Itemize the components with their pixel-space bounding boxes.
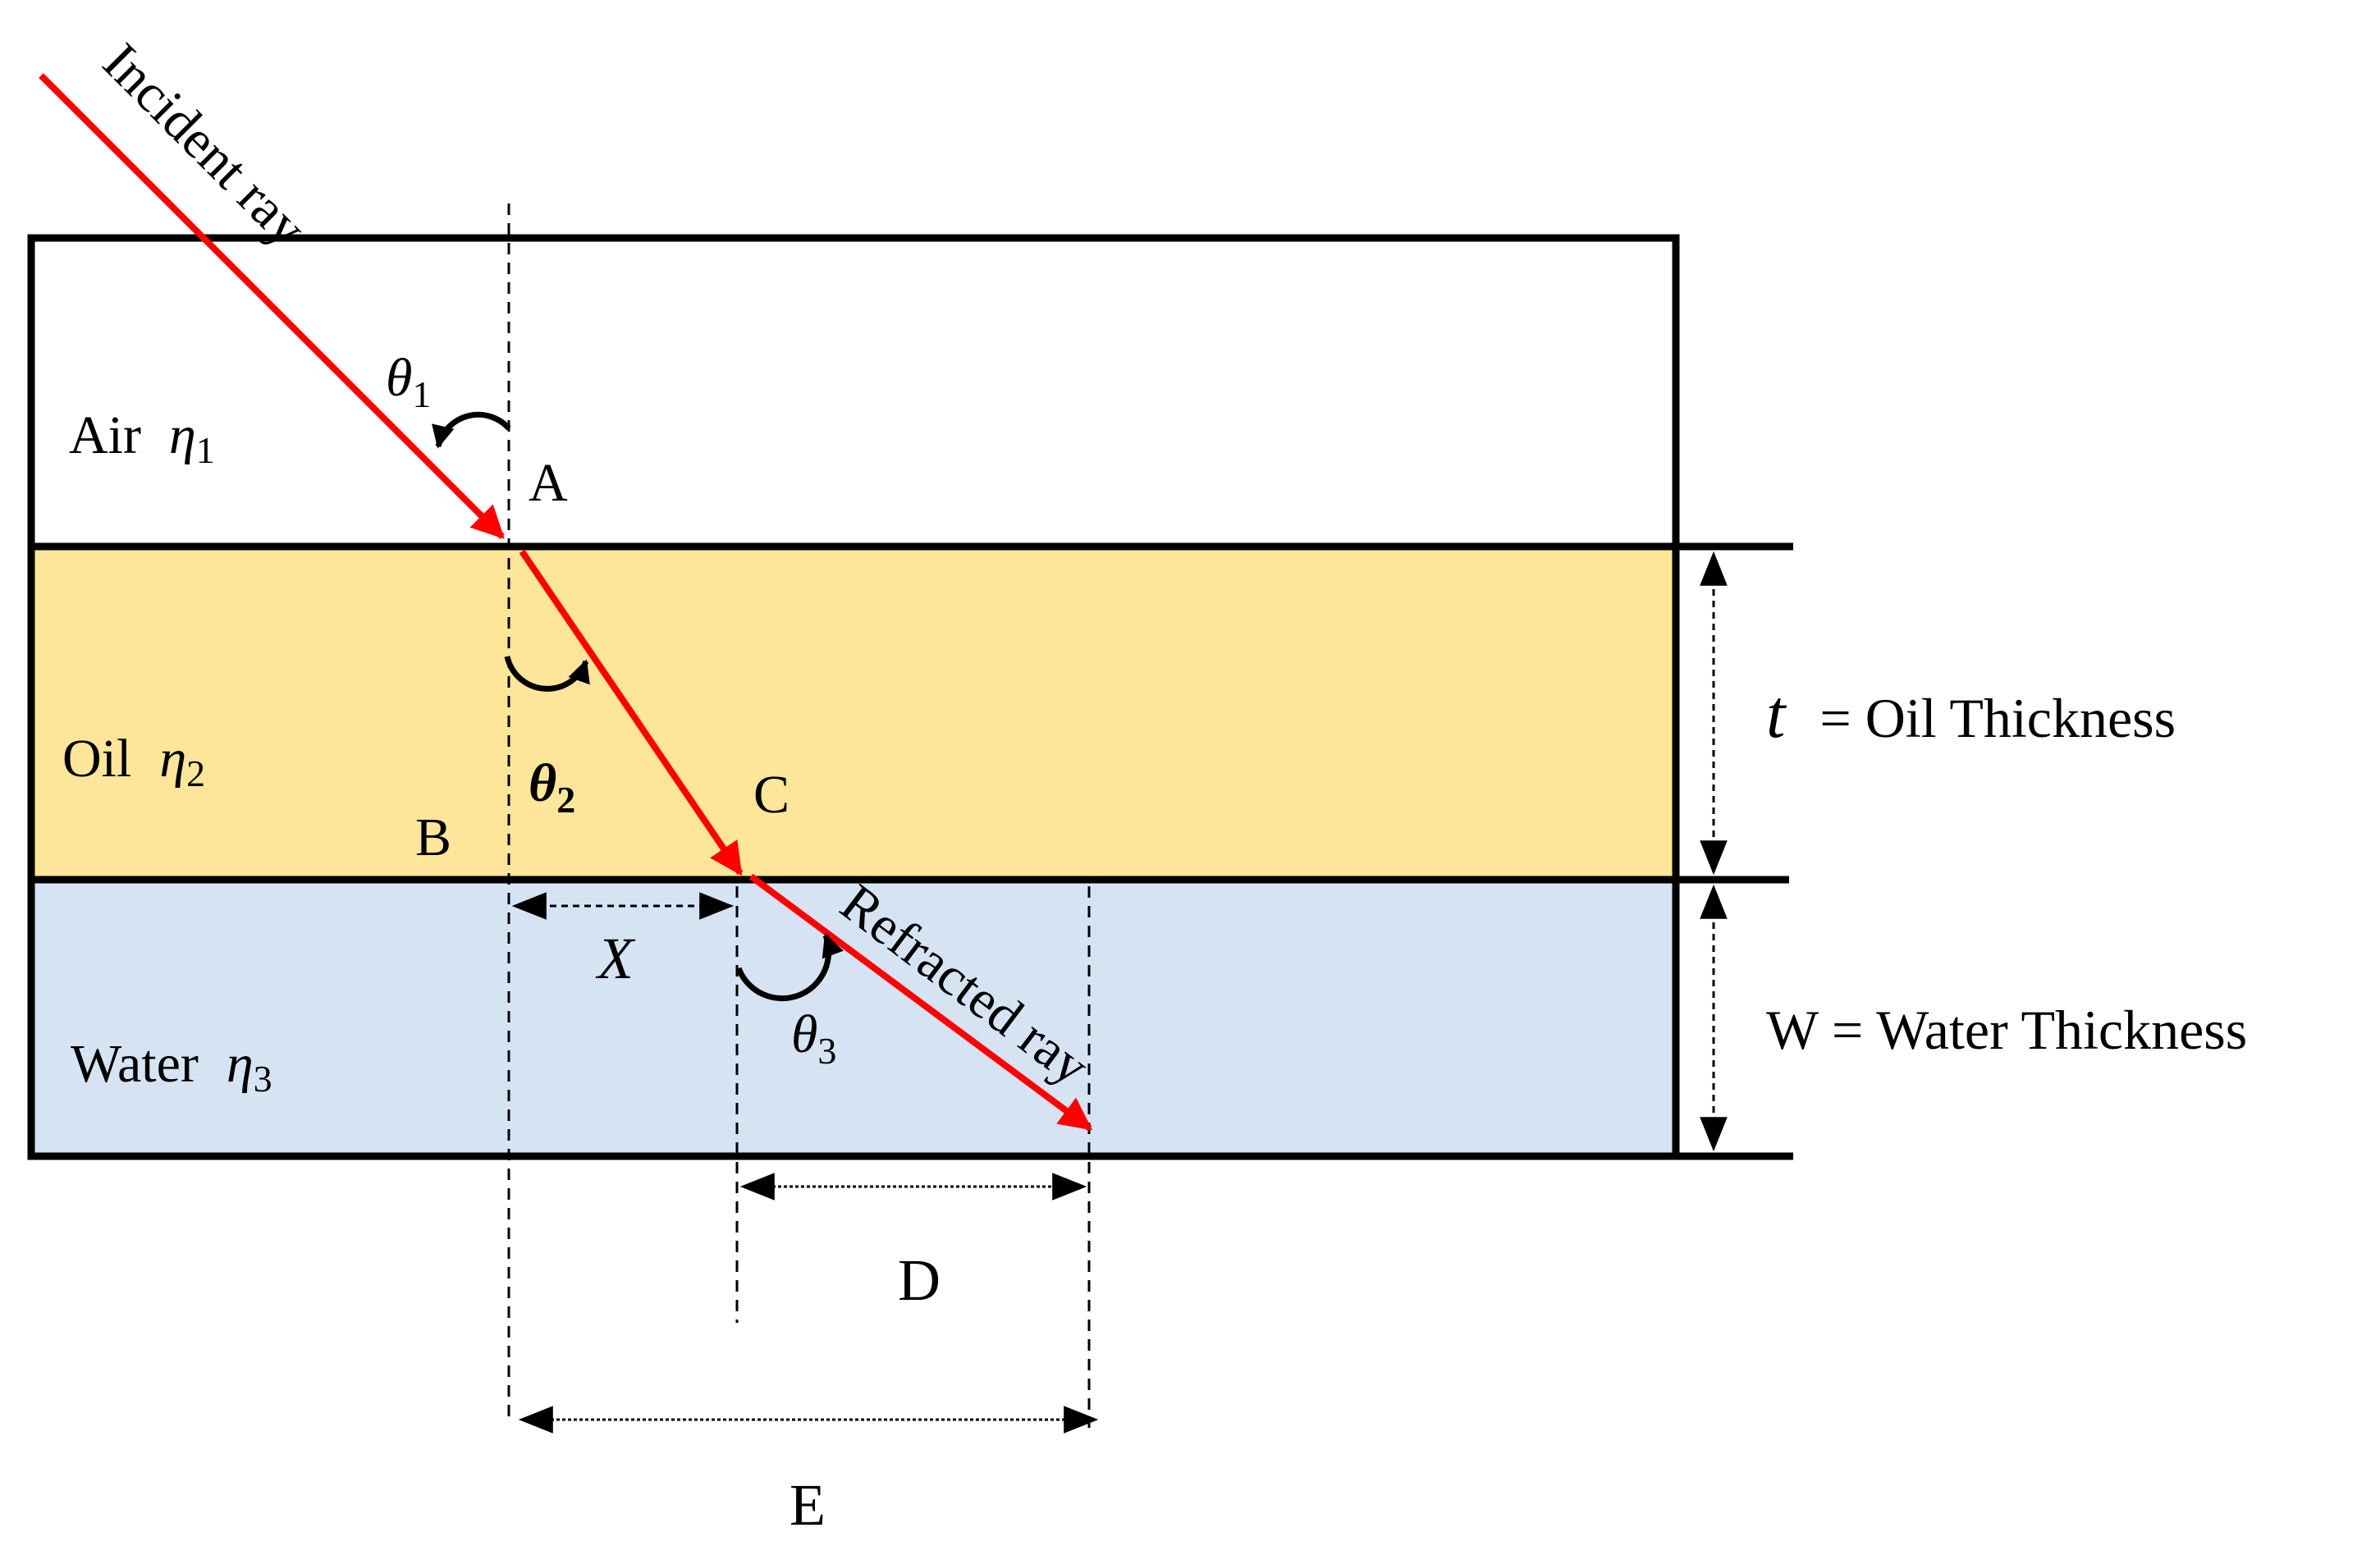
incident-ray [39, 73, 505, 539]
theta1-arc [432, 411, 511, 449]
theta1-label: θ1 [386, 348, 431, 415]
x-label: X [595, 926, 636, 991]
point-b-label: B [415, 807, 451, 867]
water-layer [31, 881, 1676, 1155]
point-c-label: C [753, 765, 790, 825]
water-thickness-label: W = Water Thickness [1766, 999, 2247, 1061]
e-label: E [790, 1472, 826, 1538]
air-layer [31, 238, 1676, 545]
container-outline [27, 234, 1680, 1160]
theta2-arc [504, 656, 590, 692]
oil-layer [31, 548, 1676, 876]
d-label: D [898, 1247, 941, 1313]
theta3-arc [735, 933, 844, 1002]
point-a-label: A [529, 453, 568, 513]
oil-ray [519, 549, 744, 876]
theta2-label: θ2 [529, 753, 575, 821]
refracted-ray [748, 873, 1093, 1132]
theta3-label: θ3 [791, 1004, 836, 1072]
incident-ray-label: Incident ray [91, 32, 318, 258]
oil-thickness-label: t= Oil Thickness [1766, 676, 2176, 752]
